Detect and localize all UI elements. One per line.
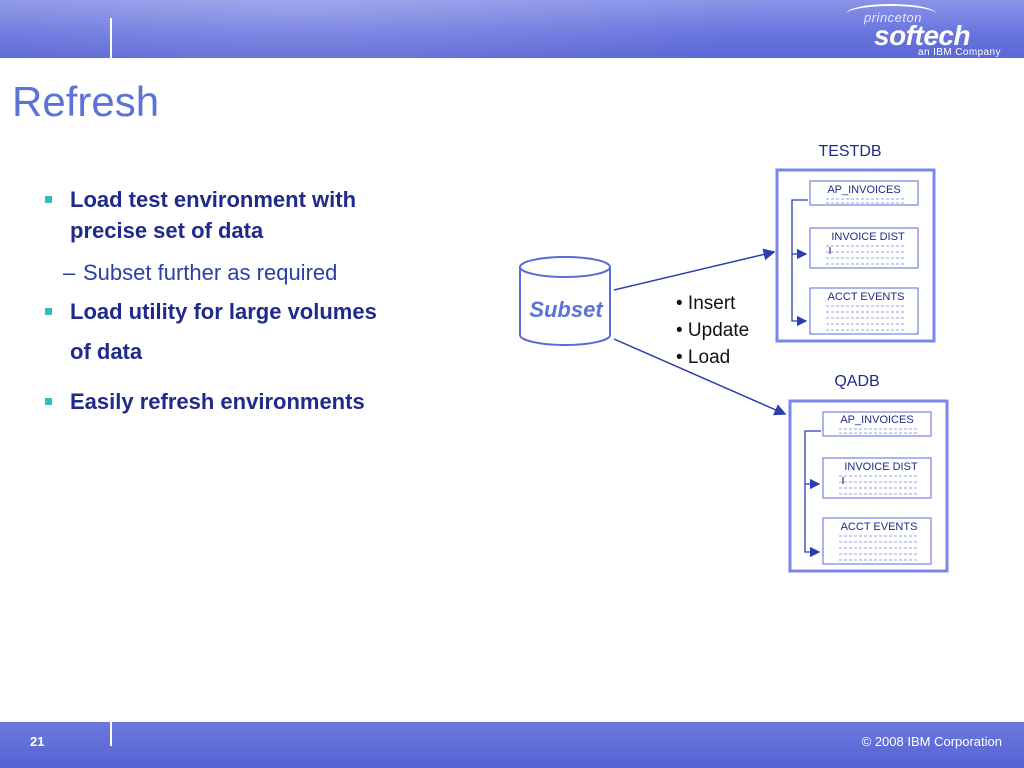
bullet-item: Load utility for large volumes of data [45, 296, 445, 367]
table-name: INVOICE DIST [844, 461, 918, 473]
banner-swirl [0, 0, 840, 58]
footer-bar: 21 © 2008 IBM Corporation [0, 722, 1024, 768]
copyright-text: © 2008 IBM Corporation [861, 734, 1002, 749]
banner-divider [110, 18, 112, 58]
footer-divider [110, 722, 112, 746]
bullet-text: Load test environment with [70, 187, 357, 212]
table-name: AP_INVOICES [840, 414, 913, 426]
sub-bullet-item: – Subset further as required [45, 258, 445, 288]
subset-label: Subset [529, 297, 604, 322]
table-name: AP_INVOICES [827, 184, 900, 196]
bullet-marker-icon [45, 308, 52, 315]
table-name: INVOICE DIST [831, 231, 905, 243]
bullet-text: Easily refresh environments [70, 389, 365, 414]
qadb-connectors [804, 430, 844, 558]
sub-bullet-text: Subset further as required [83, 260, 338, 285]
testdb-table: INVOICE DIST [809, 227, 919, 269]
testdb-table: ACCT EVENTS [809, 287, 919, 335]
dash-marker: – [63, 260, 76, 285]
operation-item: • Insert [676, 293, 736, 314]
logo-main-text: softech [874, 20, 971, 51]
bullet-text: of data [70, 339, 143, 364]
slide-title: Refresh [12, 78, 160, 125]
bullet-marker-icon [45, 398, 52, 405]
company-logo: princeton softech an IBM Company [846, 4, 1006, 58]
qadb-table: AP_INVOICES [822, 411, 932, 437]
testdb-connectors [791, 199, 831, 327]
operation-item: • Update [676, 320, 750, 341]
logo-small-text: princeton [864, 10, 922, 25]
qadb-label: QADB [834, 373, 879, 390]
qadb-table: INVOICE DIST [822, 457, 932, 499]
logo-arc [846, 4, 936, 24]
table-name: ACCT EVENTS [828, 291, 905, 303]
testdb-table: AP_INVOICES [809, 180, 919, 206]
arrow-to-testdb [613, 248, 776, 291]
bullet-marker-icon [45, 196, 52, 203]
bullet-item: Easily refresh environments [45, 386, 445, 417]
top-banner: princeton softech an IBM Company [0, 0, 1024, 58]
page-number: 21 [30, 734, 45, 749]
bullet-text: Load utility for large volumes [70, 299, 377, 324]
operation-item: • Load [676, 347, 731, 368]
qadb-table: ACCT EVENTS [822, 517, 932, 565]
bullet-text: precise set of data [70, 218, 264, 243]
subset-database-icon [519, 256, 611, 346]
logo-sub-text: an IBM Company [918, 47, 1001, 58]
operations-list: • Insert • Update • Load [676, 290, 749, 371]
table-name: ACCT EVENTS [841, 521, 918, 533]
arrow-to-qadb [613, 338, 787, 416]
testdb-label: TESTDB [818, 143, 881, 160]
bullet-list: Load test environment with precise set o… [45, 184, 445, 417]
bullet-item: Load test environment with precise set o… [45, 184, 445, 246]
